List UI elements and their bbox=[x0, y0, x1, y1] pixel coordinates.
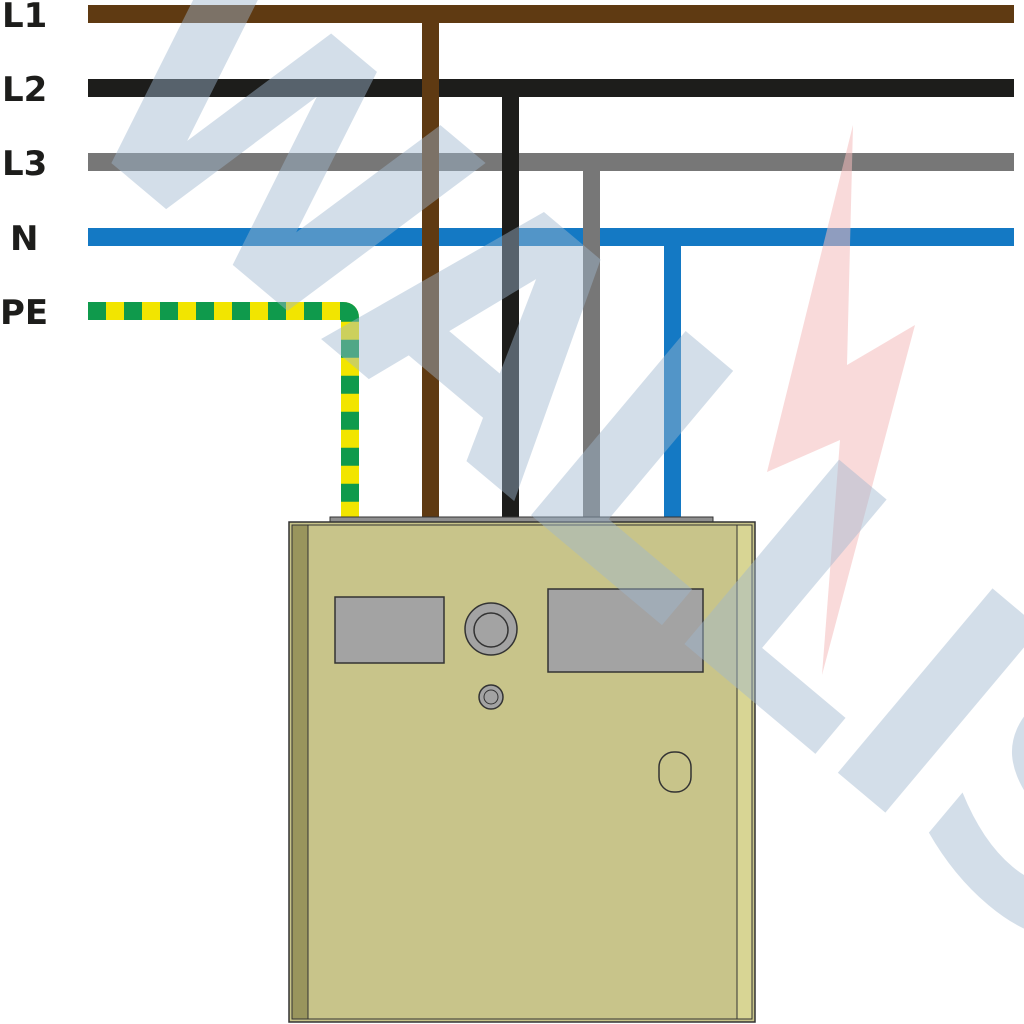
distribution-cabinet bbox=[288, 516, 756, 1023]
meter-window-left bbox=[334, 596, 445, 664]
drop-l2 bbox=[502, 88, 519, 520]
label-l3: L3 bbox=[2, 144, 47, 184]
drop-l3 bbox=[583, 162, 600, 520]
label-l1: L1 bbox=[2, 0, 47, 36]
lightning-icon bbox=[767, 125, 915, 675]
meter-window-right bbox=[547, 588, 704, 673]
pe-conductor bbox=[88, 302, 359, 520]
bus-n bbox=[88, 228, 1014, 246]
lock-hole bbox=[658, 751, 692, 793]
drop-n bbox=[664, 237, 681, 520]
drop-l1 bbox=[422, 14, 439, 520]
label-n: N bbox=[10, 219, 38, 259]
label-pe: PE bbox=[0, 293, 48, 333]
label-l2: L2 bbox=[2, 70, 47, 110]
bus-l2 bbox=[88, 79, 1014, 97]
bus-l1 bbox=[88, 5, 1014, 23]
bus-l3 bbox=[88, 153, 1014, 171]
